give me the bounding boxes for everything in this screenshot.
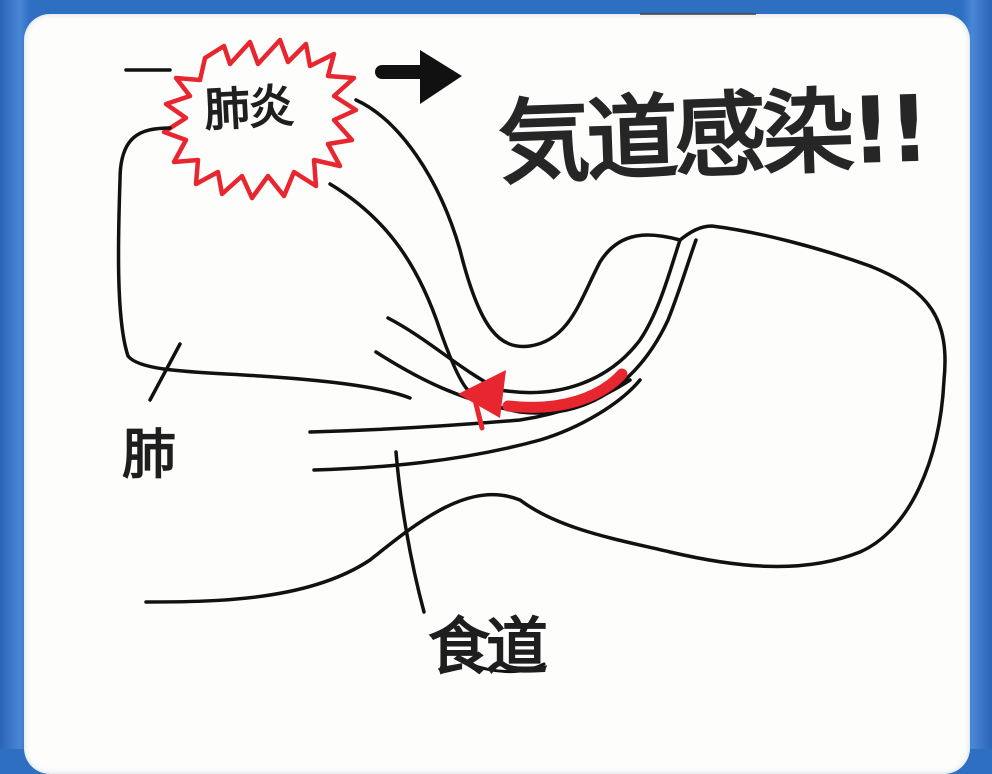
trachea-inner-line — [328, 182, 472, 394]
right-arrow-icon — [375, 50, 462, 104]
cavity-outline — [144, 224, 947, 604]
burst-icon — [161, 37, 359, 201]
trachea-outer-line — [354, 98, 682, 349]
esophagus-pointer-line — [394, 450, 426, 614]
lung-outline — [116, 68, 412, 400]
airway-infection-title: 気道感染!! — [496, 75, 928, 198]
esophagus-label: 食道 — [428, 610, 548, 683]
esophagus-label-underline — [468, 662, 546, 674]
tube-line-1 — [386, 238, 682, 395]
lung-label: 肺 — [122, 423, 176, 486]
reflux-arrow-icon — [458, 368, 628, 431]
anatomy-sketch — [116, 13, 947, 674]
tube-line-4 — [312, 378, 642, 472]
lung-pointer-line — [148, 342, 182, 402]
pneumonia-label: 肺炎 — [202, 78, 294, 138]
